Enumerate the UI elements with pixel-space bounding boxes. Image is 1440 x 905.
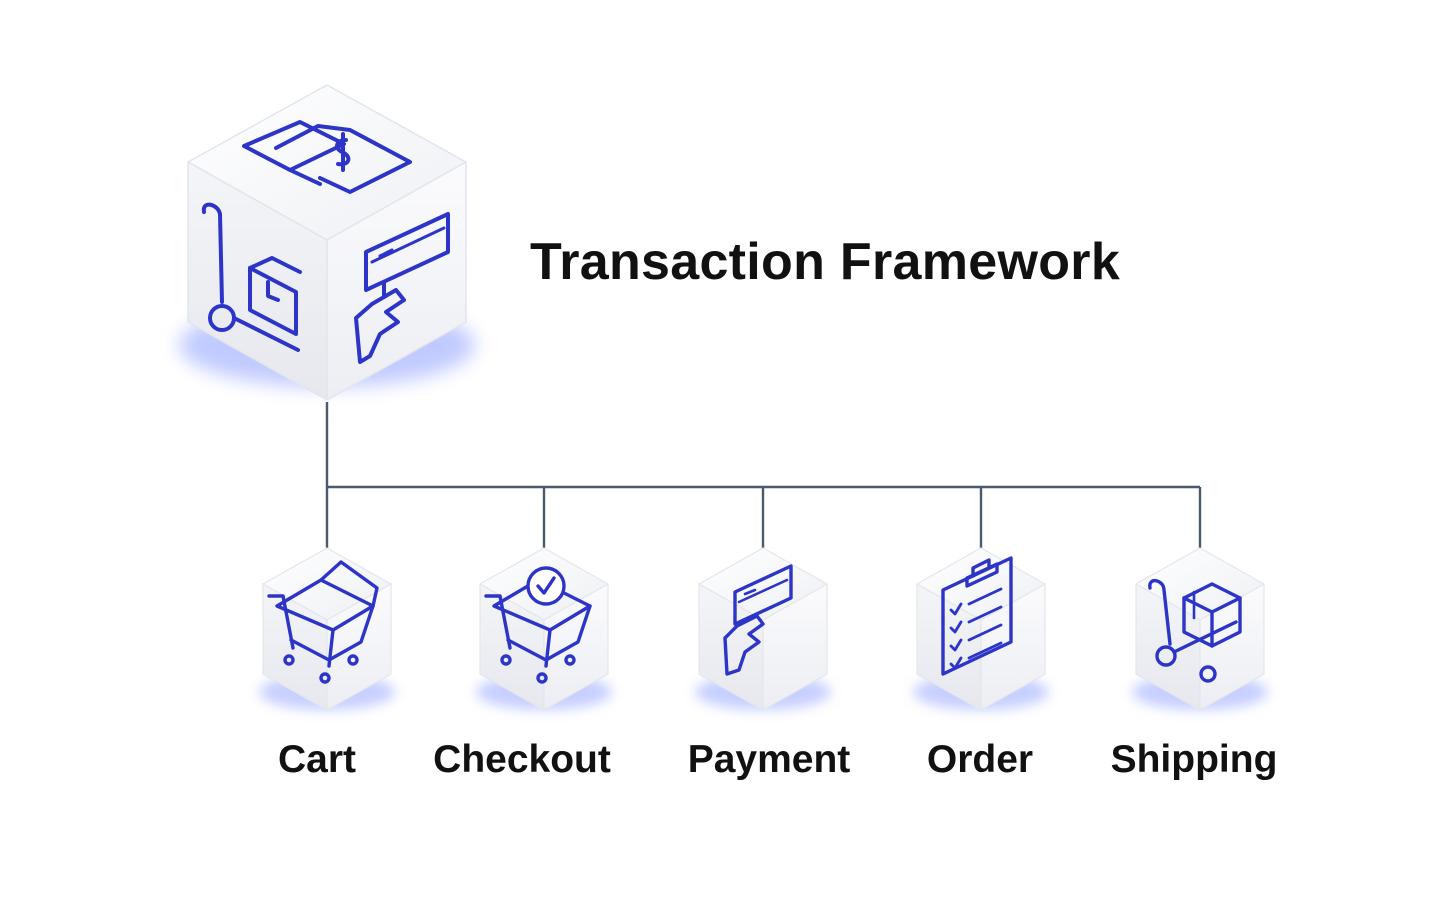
child-label-payment: Payment (687, 738, 851, 781)
child-label-cart: Cart (277, 738, 357, 781)
child-cube-cart (259, 547, 395, 712)
hand-card-icon (354, 212, 450, 364)
shopping-cart-icon (267, 560, 379, 684)
child-cube-right-face (1199, 582, 1265, 712)
diagram-title: Transaction Framework (530, 233, 1121, 291)
hand-truck-box-icon (1148, 579, 1242, 683)
child-label-order: Order (926, 738, 1034, 781)
child-cube-shipping (1132, 547, 1268, 712)
cash-document-icon (242, 120, 412, 194)
transaction-cube-icon (179, 84, 475, 401)
child-label-checkout: Checkout (433, 738, 611, 781)
child-label-shipping: Shipping (1110, 738, 1278, 781)
connector-lines (325, 402, 1202, 548)
child-cube-right-face (980, 582, 1046, 712)
cart-checkmark-icon (484, 566, 592, 684)
child-cube-checkout (476, 547, 612, 712)
hand-card-icon (723, 564, 793, 676)
child-cube-group (259, 547, 1268, 712)
clipboard-checklist-icon (941, 556, 1013, 676)
child-cube-payment (695, 547, 831, 712)
hand-truck-box-icon (201, 202, 302, 352)
child-cube-right-face (762, 582, 828, 712)
child-cube-order (913, 547, 1049, 712)
